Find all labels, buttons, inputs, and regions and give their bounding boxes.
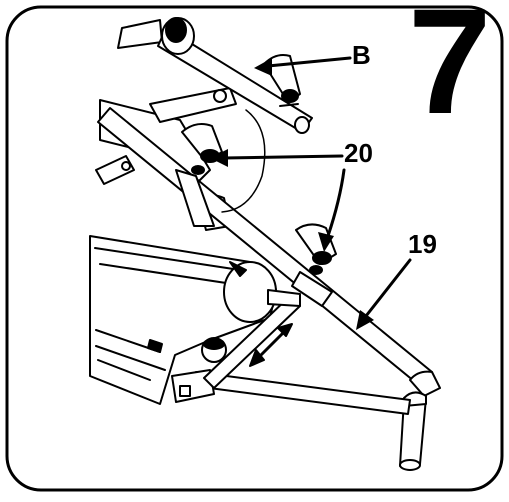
leader-arrow-19 (356, 258, 412, 330)
leader-arrow-20-down (318, 168, 346, 252)
machine-body (89, 235, 277, 405)
leader-arrow-20-left (210, 149, 344, 167)
panel-frame (5, 5, 504, 492)
clamp-knob-middle (181, 123, 223, 175)
end-post (399, 391, 427, 471)
callout-label-19: 19 (408, 229, 437, 259)
lower-crossbar (171, 289, 411, 415)
main-handle-tube (97, 107, 441, 397)
cable (221, 109, 266, 213)
callout-label-b: B (352, 40, 371, 70)
adjust-direction-arrow (249, 323, 293, 367)
step-number: 7 (408, 0, 492, 145)
callout-label-20: 20 (344, 138, 373, 168)
top-tube (157, 17, 313, 134)
leader-arrow-b (254, 56, 352, 76)
